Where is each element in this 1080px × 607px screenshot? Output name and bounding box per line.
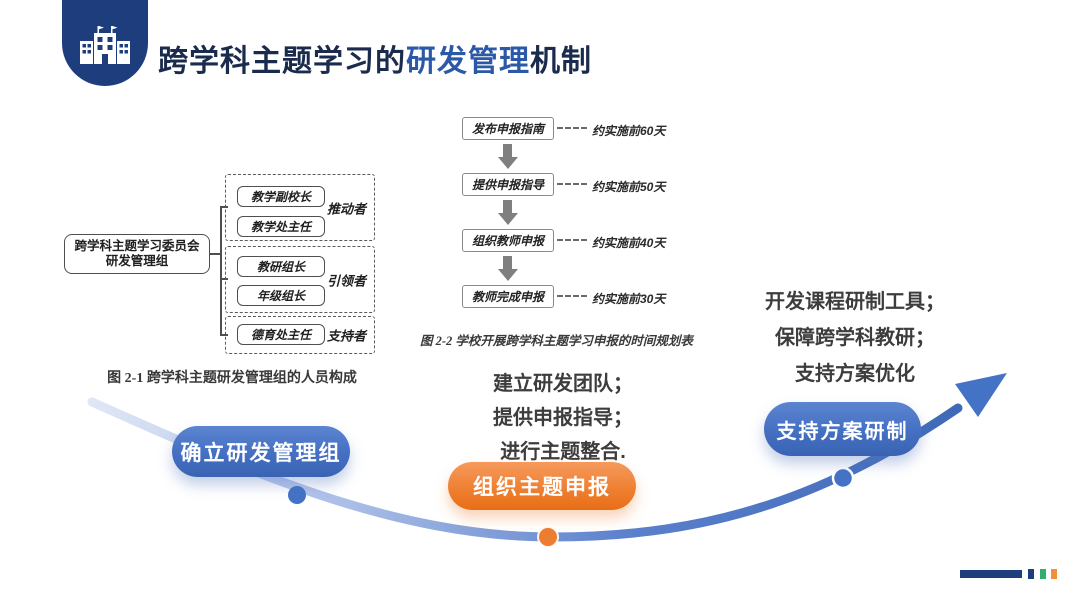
org-group-supporters: 支持者 (225, 316, 375, 354)
timeline-time-label: 约实施前30天 (592, 292, 666, 306)
org-group-promoters: 推动者 (225, 174, 375, 241)
timeline-step-box: 教师完成申报 (462, 285, 554, 308)
flow-arrow-icon (498, 213, 518, 225)
org-role-label: 引领者 (326, 273, 366, 288)
timeline-time-label: 约实施前40天 (592, 236, 666, 250)
stage-dot-2 (537, 526, 559, 548)
flow-arrow-icon (503, 200, 512, 214)
timeline-time-label: 约实施前60天 (592, 124, 666, 138)
stage-dot-3 (831, 466, 855, 490)
note-line: 提供申报指导； (493, 407, 633, 429)
stage-dot-1 (288, 486, 306, 504)
connector-line (220, 334, 228, 336)
connector-line (220, 206, 222, 336)
timeline-dash (557, 295, 587, 297)
org-member-box: 教研组长 (237, 256, 325, 277)
note-line: 建立研发团队； (493, 373, 633, 395)
stage-pill-3: 支持方案研制 (764, 402, 921, 456)
stage-pill-label: 组织主题申报 (473, 476, 611, 499)
note-line: 开发课程研制工具； (765, 291, 945, 313)
timeline-step-box: 提供申报指导 (462, 173, 554, 196)
connector-line (210, 253, 221, 255)
footer-deco-square (1040, 569, 1046, 579)
org-root-line1: 跨学科主题学习委员会 (74, 239, 200, 253)
school-building-icon (80, 26, 130, 64)
footer-deco-square (1051, 569, 1057, 579)
stage-pill-2: 组织主题申报 (448, 462, 636, 510)
org-root-line2: 研发管理组 (105, 254, 169, 268)
timeline-dash (557, 183, 587, 185)
org-role-label: 推动者 (326, 201, 366, 216)
stage-pill-1: 确立研发管理组 (172, 426, 350, 477)
timeline-time-label: 约实施前50天 (592, 180, 666, 194)
timeline-dash (557, 239, 587, 241)
stage-pill-label: 支持方案研制 (776, 420, 909, 443)
notes-middle: 建立研发团队； 提供申报指导； 进行主题整合. (448, 367, 678, 469)
org-member-box: 德育处主任 (237, 324, 325, 345)
org-member-box: 年级组长 (237, 285, 325, 306)
stage-pill-label: 确立研发管理组 (180, 441, 342, 465)
org-role-label: 支持者 (326, 328, 366, 344)
header-tab (62, 0, 148, 86)
org-member-box: 教学副校长 (237, 186, 325, 207)
timeline-caption: 图 2-2 学校开展跨学科主题学习申报的时间规划表 (420, 334, 693, 348)
title-highlight: 研发管理 (406, 45, 530, 78)
footer-deco-bar (960, 570, 1022, 578)
timeline-step-box: 组织教师申报 (462, 229, 554, 252)
title-prefix: 跨学科主题学习的 (158, 45, 406, 78)
org-root-box: 跨学科主题学习委员会 研发管理组 (64, 234, 210, 274)
note-line: 支持方案优化 (795, 363, 915, 385)
flow-arrow-icon (498, 269, 518, 281)
org-caption: 图 2-1 跨学科主题研发管理组的人员构成 (107, 371, 357, 386)
org-member-box: 教学处主任 (237, 216, 325, 237)
flow-arrow-icon (498, 157, 518, 169)
footer-deco-square (1028, 569, 1034, 579)
note-line: 保障跨学科教研； (775, 327, 935, 349)
flow-arrow-icon (503, 256, 512, 270)
timeline-step-box: 发布申报指南 (462, 117, 554, 140)
flow-arrow-icon (503, 144, 512, 158)
connector-line (220, 206, 228, 208)
org-group-leaders: 引领者 (225, 246, 375, 313)
connector-line (220, 278, 228, 280)
page-title: 跨学科主题学习的研发管理机制 (158, 36, 592, 80)
title-suffix: 机制 (530, 45, 592, 78)
notes-right: 开发课程研制工具； 保障跨学科教研； 支持方案优化 (740, 284, 970, 392)
timeline-dash (557, 127, 587, 129)
